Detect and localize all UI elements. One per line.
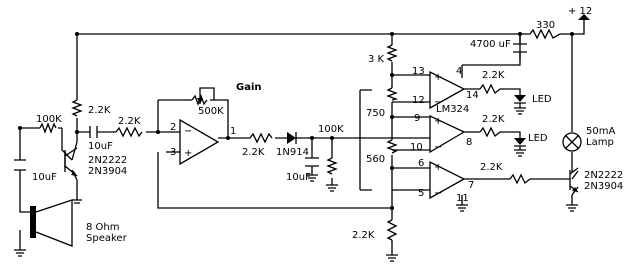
opamp-plus: + [184, 148, 192, 159]
labels: + 12 330 4700 uF 100K 2.2K 10uF 2.2K 2N2… [32, 6, 623, 244]
c1-pin-pos: 13 [412, 66, 425, 77]
cap-4700uf [513, 43, 527, 53]
opamp-minus: − [184, 126, 192, 137]
transistor-label-1: 2N2222 [88, 155, 127, 166]
c1-led-label: LED [532, 94, 552, 105]
resistors [39, 28, 561, 241]
resistor-2k2-series [115, 126, 143, 138]
c-hold-label: 10uF [286, 172, 311, 183]
opamps [179, 70, 466, 200]
speaker-label-1: 8 Ohm [86, 222, 120, 233]
resistor-2k2-c1 [479, 83, 501, 95]
c3-pin-out: 7 [468, 180, 474, 191]
c-speaker-label: 10uF [32, 172, 57, 183]
pin-3: 3 [170, 147, 176, 158]
diode-icon [287, 132, 297, 144]
pot-label: 500K [198, 106, 224, 117]
svg-text:+: + [434, 116, 442, 127]
resistor-2k2-out [249, 132, 273, 144]
resistor-330-supply [529, 28, 561, 40]
resistor-100k-hold [326, 157, 338, 175]
comparator-2 [429, 114, 466, 154]
resistor-2k2-bottom [386, 219, 398, 241]
opamp-preamp [179, 118, 220, 166]
c3-r-label: 2.2K [480, 162, 503, 173]
emitter-arrow-icon-2 [572, 187, 578, 192]
chip-label: LM324 [436, 104, 469, 115]
c1-pin-neg: 12 [412, 95, 425, 106]
r-series-label: 2.2K [118, 116, 141, 127]
cap-10uf-coupling [89, 126, 98, 138]
r-collector-label: 2.2K [88, 105, 111, 116]
resistor-560 [386, 139, 398, 154]
ground-icons [14, 107, 578, 262]
supply-voltage: + 12 [568, 6, 592, 17]
svg-text:−: − [434, 142, 442, 153]
c2-led-label: LED [528, 133, 548, 144]
transistor-label-2: 2N3904 [88, 166, 127, 177]
capacitors [14, 43, 527, 171]
resistor-2k2-c2 [479, 126, 501, 138]
ladder-r-bottom: 2.2K [352, 230, 375, 241]
pin-2: 2 [170, 122, 176, 133]
lamp-label-1: 50mA [586, 126, 615, 137]
speaker-label-2: Speaker [86, 233, 128, 244]
junctions [18, 32, 574, 210]
resistor-100k-base [39, 122, 57, 134]
pin-1: 1 [230, 126, 236, 137]
led-icon-1 [514, 95, 526, 108]
supply-arrow-icon [578, 14, 590, 20]
c2-pin-pos: 9 [414, 113, 420, 124]
c1-pin-vcc: 4 [456, 66, 462, 77]
c2-r-label: 2.2K [482, 114, 505, 125]
led-icon-2 [514, 138, 526, 150]
svg-text:+: + [434, 72, 442, 83]
ladder-r-mid1: 750 [366, 108, 385, 119]
c1-pin-out: 14 [466, 90, 479, 101]
diode-label: 1N914 [276, 147, 309, 158]
cap-10uf-hold [305, 157, 319, 167]
c2-pin-neg: 10 [410, 142, 423, 153]
comparator-1 [429, 70, 466, 110]
r-hold-label: 100K [318, 124, 344, 135]
resistor-330-label: 330 [536, 20, 555, 31]
c3-pin-gnd: 11 [456, 193, 469, 204]
svg-text:−: − [434, 97, 442, 108]
transistor-mic-amp [64, 147, 78, 177]
emitter-arrow-icon [71, 171, 77, 176]
svg-text:+: + [434, 162, 442, 173]
c-coupling-label: 10uF [88, 141, 113, 152]
c3-pin-neg: 5 [418, 188, 424, 199]
lamp-transistor-label-1: 2N2222 [584, 170, 623, 181]
resistor-750 [386, 87, 399, 101]
svg-text:−: − [434, 188, 442, 199]
resistor-3k [386, 44, 398, 62]
cap-4700-label: 4700 uF [470, 39, 511, 50]
comparator-3 [429, 160, 466, 200]
cap-10uf-speaker [14, 159, 26, 171]
speaker-icon [30, 199, 73, 247]
r-base-label: 100K [36, 114, 62, 125]
pot-arrow-icon [197, 98, 203, 104]
resistor-2k2-c3 [509, 173, 531, 185]
c3-pin-pos: 6 [418, 158, 424, 169]
wires [19, 20, 585, 255]
r-out-label: 2.2K [242, 147, 265, 158]
ladder-r-top: 3 K [368, 54, 385, 65]
lamp-label-2: Lamp [586, 137, 614, 148]
pot-wiper [199, 87, 215, 104]
lamp-transistor-label-2: 2N3904 [584, 181, 623, 192]
c1-r-label: 2.2K [482, 70, 505, 81]
gain-title: Gain [236, 82, 262, 93]
c2-pin-out: 8 [466, 137, 472, 148]
ladder-r-mid2: 560 [366, 154, 385, 165]
resistor-2k2-collector [71, 99, 83, 117]
lamp-icon [562, 132, 582, 152]
